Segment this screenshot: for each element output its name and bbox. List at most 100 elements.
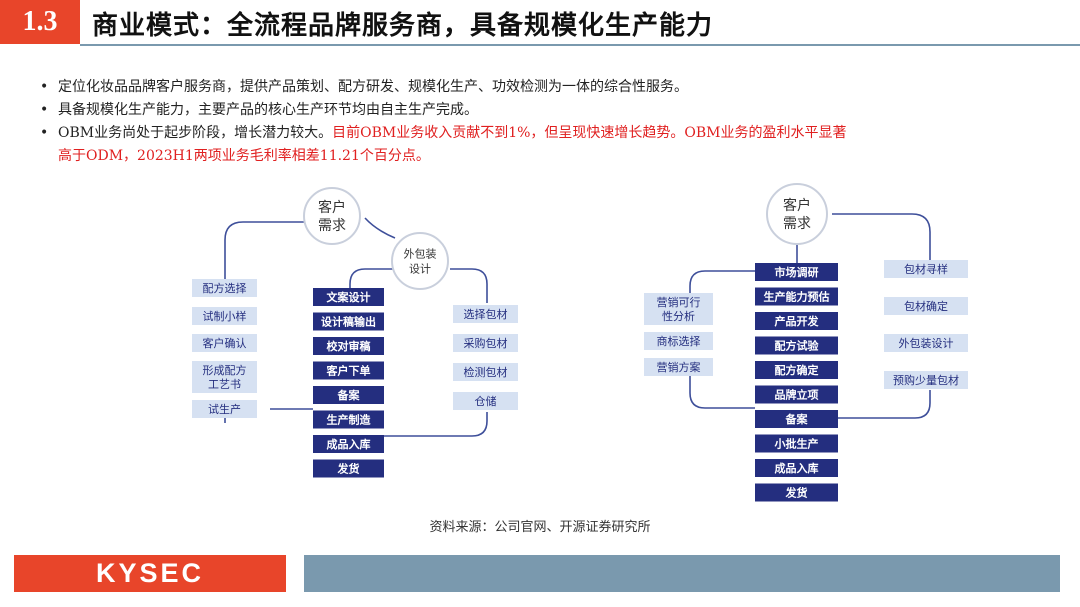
page-title: 商业模式：全流程品牌服务商，具备规模化生产能力	[92, 10, 714, 41]
obm-center-step-label: 市场调研	[775, 265, 819, 279]
obm-right-step-label: 包材确定	[904, 299, 948, 313]
obm-line-left-filing	[689, 375, 755, 409]
obm-center-step	[755, 483, 838, 502]
obm-left-step-label: 营销可行	[657, 295, 701, 309]
odm-center-step-label: 成品入库	[327, 437, 371, 451]
obm-line-research-left	[689, 270, 755, 293]
obm-left-step-label: 商标选择	[657, 334, 701, 348]
obm-left-step-label: 性分析	[662, 309, 695, 323]
odm-line-customer-packaging	[364, 217, 396, 239]
odm-center-step	[313, 337, 384, 355]
odm-left-step	[192, 334, 257, 352]
obm-right-step	[884, 371, 968, 389]
obm-center-step	[755, 385, 838, 404]
obm-center-step	[755, 263, 838, 281]
odm-customer-hub-label: 需求	[318, 218, 346, 234]
odm-packaging-hub-label: 外包装	[404, 247, 437, 260]
kysec-logo: KYSEC	[14, 555, 286, 592]
obm-center-step	[755, 361, 838, 379]
title-divider	[80, 44, 1080, 46]
odm-left-step-label: 试生产	[208, 402, 241, 416]
obm-center-step	[755, 312, 838, 330]
obm-center-step	[755, 287, 838, 306]
odm-line-customer-left	[224, 221, 310, 281]
obm-center-step-label: 发货	[785, 485, 808, 499]
odm-center-step	[313, 361, 384, 380]
obm-center-step-label: 备案	[785, 412, 809, 426]
bullet-text: 具备规模化生产能力，主要产品的核心生产环节均由自主生产完成。	[58, 102, 478, 118]
odm-right-step-label: 检测包材	[464, 365, 508, 379]
obm-customer-hub	[766, 183, 828, 245]
odm-right-step-label: 采购包材	[464, 336, 508, 350]
odm-center-step	[313, 410, 384, 429]
odm-right-step-label: 仓储	[475, 394, 497, 408]
odm-center-step	[313, 386, 384, 404]
odm-center-step-label: 客户下单	[326, 363, 371, 377]
odm-center-step	[313, 288, 384, 306]
obm-center-step-label: 成品入库	[775, 461, 819, 475]
odm-left-step	[192, 361, 257, 393]
obm-center-step	[755, 459, 838, 477]
odm-left-step-label: 配方选择	[203, 281, 247, 295]
odm-left-step-label: 客户确认	[203, 336, 247, 350]
odm-right-step	[453, 334, 518, 352]
obm-center-step-label: 生产能力预估	[764, 289, 830, 303]
bullet-item: 定位化妆品品牌客户服务商，提供产品策划、配方研发、规模化生产、功效检测为一体的综…	[38, 76, 1048, 99]
odm-right-step	[453, 305, 518, 323]
odm-packaging-hub	[391, 232, 449, 290]
bullet-highlight: 高于ODM，2023H1两项业务毛利率相差11.21个百分点。	[58, 148, 430, 164]
obm-right-step	[884, 334, 968, 352]
odm-left-step	[192, 307, 257, 325]
odm-left-step-label: 试制小样	[203, 309, 247, 323]
odm-packaging-hub-label: 设计	[409, 262, 431, 275]
obm-left-step	[644, 358, 713, 376]
bullet-text: OBM业务尚处于起步阶段，增长潜力较大。	[58, 125, 333, 141]
odm-right-step	[453, 363, 518, 381]
obm-right-step-label: 外包装设计	[899, 337, 954, 350]
obm-line-right-filing	[838, 390, 931, 419]
odm-line-packaging-center	[349, 268, 400, 290]
odm-center-step	[313, 459, 384, 478]
bullet-item: 具备规模化生产能力，主要产品的核心生产环节均由自主生产完成。	[38, 99, 1048, 122]
obm-center-step-label: 配方试验	[775, 338, 820, 352]
odm-center-step-label: 文案设计	[327, 290, 371, 304]
odm-customer-hub-label: 客户	[318, 199, 346, 216]
obm-center-step-label: 配方确定	[775, 363, 819, 377]
section-number: 1.3	[0, 0, 80, 44]
obm-center-step	[755, 434, 838, 453]
bullet-text: 定位化妆品品牌客户服务商，提供产品策划、配方研发、规模化生产、功效检测为一体的综…	[58, 79, 688, 95]
obm-center-step-label: 产品开发	[775, 314, 820, 328]
odm-line-right-manufacture	[384, 412, 488, 437]
odm-right-step	[453, 392, 518, 410]
odm-left-step	[192, 279, 257, 297]
odm-center-step-label: 生产制造	[327, 412, 372, 426]
odm-right-step-label: 选择包材	[464, 307, 508, 321]
odm-center-step-label: 发货	[337, 461, 360, 475]
bullet-highlight: 目前OBM业务收入贡献不到1%，但呈现快速增长趋势。OBM业务的盈利水平显著	[332, 125, 847, 141]
odm-line-packaging-right	[450, 268, 488, 303]
obm-right-step-label: 包材寻样	[904, 262, 948, 276]
obm-customer-hub-label: 需求	[783, 216, 811, 232]
odm-center-step-label: 设计稿输出	[321, 314, 376, 328]
obm-center-step-label: 品牌立项	[775, 387, 819, 401]
odm-left-step-label: 工艺书	[208, 378, 241, 391]
obm-right-step-label: 预购少量包材	[893, 373, 959, 387]
obm-right-step	[884, 260, 968, 278]
obm-left-step	[644, 332, 713, 350]
bullet-item: OBM业务尚处于起步阶段，增长潜力较大。目前OBM业务收入贡献不到1%，但呈现快…	[38, 122, 1048, 168]
odm-center-step-label: 校对审稿	[327, 339, 371, 353]
obm-customer-hub-label: 客户	[783, 197, 811, 214]
odm-center-step	[313, 435, 384, 453]
footer-bar	[304, 555, 1060, 592]
obm-right-step	[884, 297, 968, 315]
odm-left-step	[192, 400, 257, 418]
obm-center-step-label: 小批生产	[774, 436, 819, 450]
obm-left-step	[644, 293, 713, 325]
source-note: 资料来源：公司官网、开源证券研究所	[429, 520, 651, 535]
odm-center-step-label: 备案	[337, 388, 361, 402]
obm-left-step-label: 营销方案	[657, 360, 701, 374]
odm-customer-hub	[303, 187, 361, 245]
obm-center-step	[755, 336, 838, 355]
odm-left-step-label: 形成配方	[203, 363, 247, 377]
